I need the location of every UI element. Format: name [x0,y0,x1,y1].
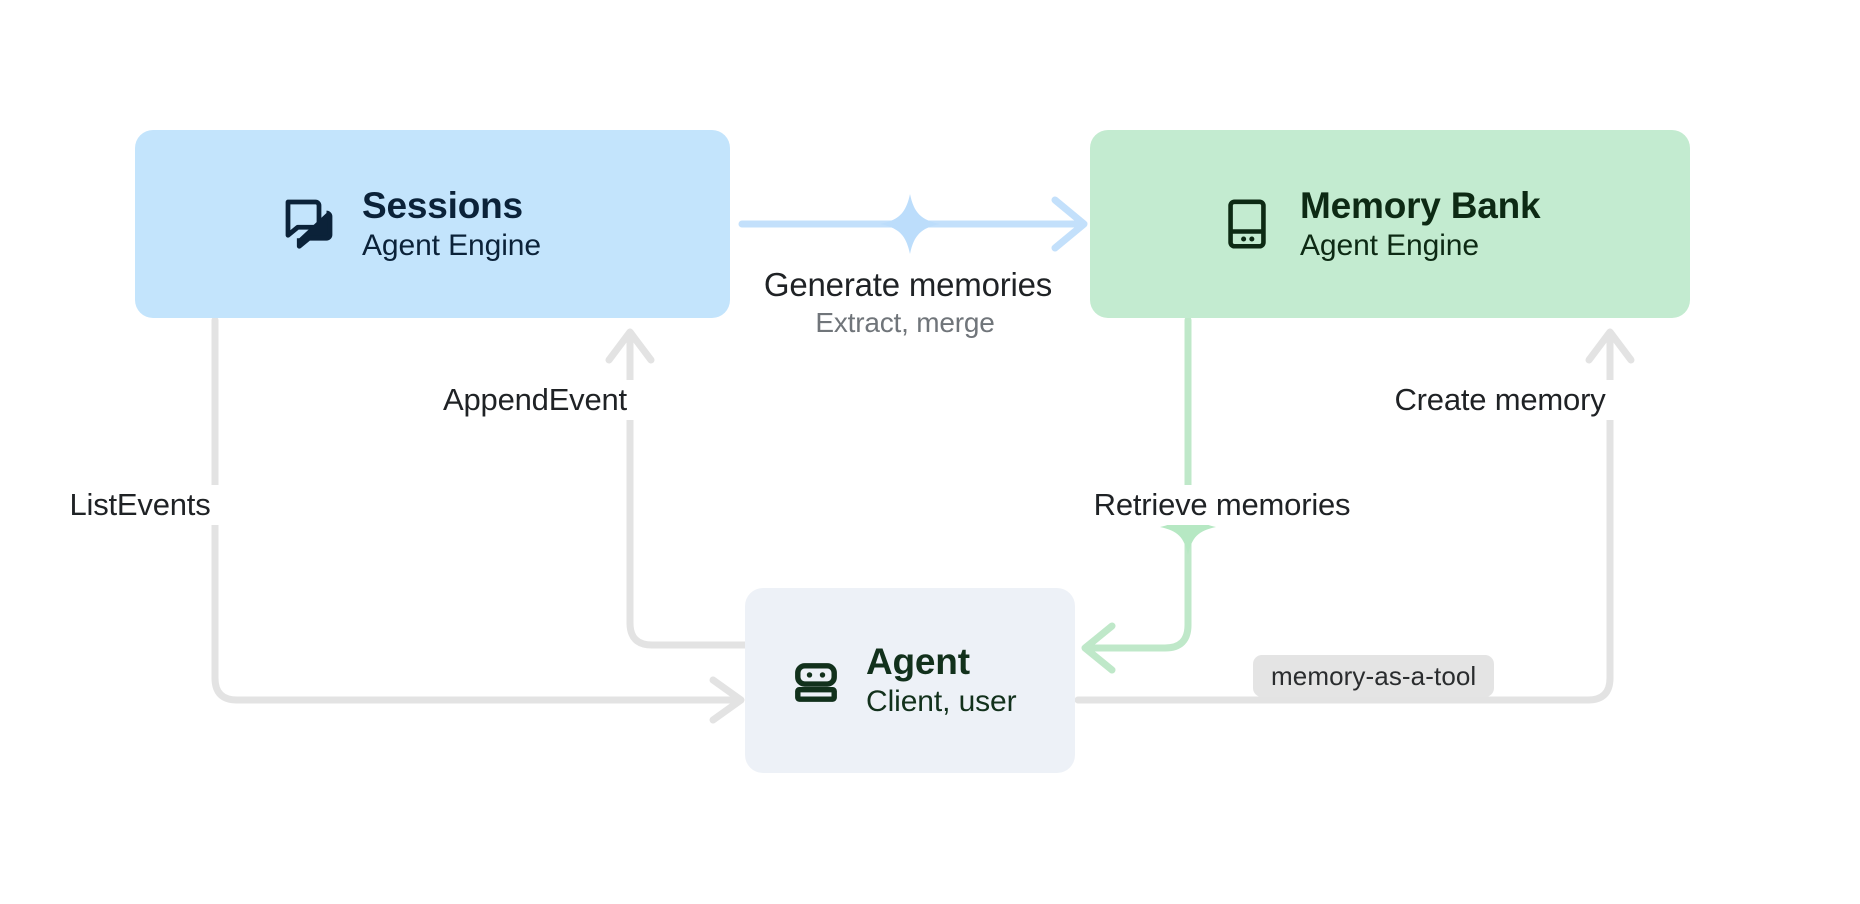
node-agent-title: Agent [866,641,970,683]
edge-label-create-memory: Create memory [1384,380,1616,420]
edge-generate-memories-arrowhead [1051,196,1088,252]
edge-label-generate-memories: Generate memories [753,264,1063,306]
node-memory-bank[interactable]: Memory Bank Agent Engine [1090,130,1690,318]
edge-retrieve-memories-arrowhead [1081,622,1116,674]
badge-memory-as-a-tool: memory-as-a-tool [1253,655,1495,697]
node-agent-subtitle: Client, user [866,685,1017,719]
node-sessions-subtitle: Agent Engine [362,228,541,262]
edge-append-event-arrowhead [605,328,655,364]
badge-memory-as-a-tool-label: memory-as-a-tool [1271,660,1477,691]
node-sessions-title: Sessions [362,184,523,226]
edge-sublabel-extract-merge: Extract, merge [805,305,1005,341]
node-sessions[interactable]: Sessions Agent Engine [135,130,730,318]
edge-label-append-event: AppendEvent [433,380,637,420]
edge-label-retrieve-memories: Retrieve memories [1083,485,1361,525]
node-memory-bank-title: Memory Bank [1300,184,1541,226]
edge-label-list-events: ListEvents [59,485,221,525]
robot-icon [790,655,842,707]
database-drive-icon [1218,195,1276,253]
edge-append-event [626,336,749,649]
edge-create-memory [1074,336,1614,704]
edge-create-memory-arrowhead [1585,328,1635,364]
sparkle-icon-generate [880,194,940,254]
sparkle-icon-retrieve [1160,499,1216,555]
edge-list-events [211,316,737,704]
node-memory-bank-subtitle: Agent Engine [1300,228,1479,262]
edge-retrieve-memories [1086,316,1192,652]
node-agent[interactable]: Agent Client, user [745,588,1075,773]
edge-list-events-arrowhead [709,676,745,724]
chat-bubbles-icon [280,194,340,254]
